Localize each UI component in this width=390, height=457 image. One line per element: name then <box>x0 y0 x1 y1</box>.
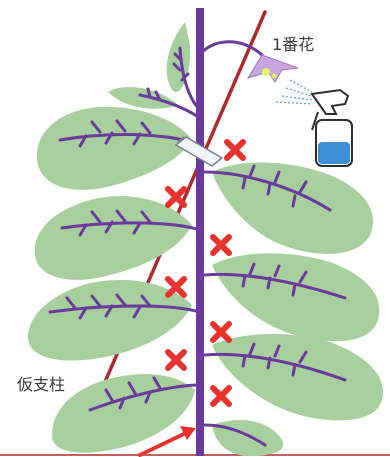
remove-side-shoot-cross-icon <box>165 349 187 371</box>
leaf-right-2 <box>212 253 380 342</box>
remove-side-shoot-cross-icon <box>165 276 187 298</box>
spray-lines <box>275 79 313 105</box>
veins <box>48 40 347 447</box>
leaves <box>27 22 383 456</box>
remove-side-shoot-cross-icon <box>210 385 232 407</box>
leaf-right-1 <box>212 162 374 254</box>
arrow-icon <box>138 426 196 457</box>
leaf-upper-left <box>108 87 178 109</box>
remove-side-shoot-cross-icon <box>165 186 187 208</box>
leaf-right-3 <box>212 334 383 421</box>
remove-side-shoot-cross-icon <box>224 139 246 161</box>
stem-clip-icon <box>174 136 224 167</box>
temporary-stake-label: 仮支柱 <box>17 375 66 394</box>
remove-side-shoot-cross-icon <box>210 321 232 343</box>
first-flower <box>246 54 299 83</box>
leaf-left-1 <box>36 106 192 190</box>
leaf-left-4 <box>52 374 195 453</box>
first-flower-label: 1番花 <box>272 35 315 54</box>
leaf-left-2 <box>34 196 192 280</box>
remove-side-shoot-crosses <box>165 139 246 407</box>
spray-bottle-icon <box>310 88 353 167</box>
main-stem <box>196 8 204 456</box>
remove-side-shoot-cross-icon <box>210 234 232 256</box>
